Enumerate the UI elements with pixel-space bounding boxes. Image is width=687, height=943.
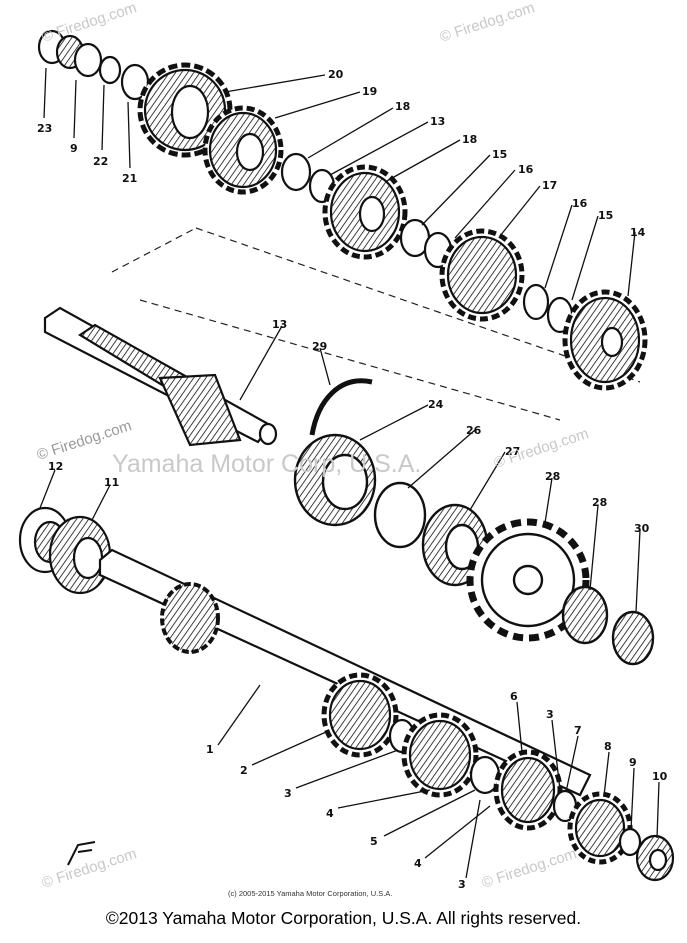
- callout-28b: 28: [592, 496, 607, 509]
- callout-19: 19: [362, 85, 377, 98]
- part-28-sprocket: [466, 518, 590, 642]
- part-16-washer: [522, 283, 550, 321]
- reference-lines: [111, 227, 641, 421]
- callout-14: 14: [630, 226, 646, 239]
- callout-6: 6: [510, 690, 518, 703]
- part-4-gear: [401, 712, 479, 798]
- part-19-gear: [202, 105, 284, 195]
- part-14-gear: [562, 289, 648, 391]
- callout-3b: 3: [458, 878, 466, 891]
- callout-27: 27: [505, 445, 520, 458]
- part-18-gear: [322, 164, 408, 260]
- footer-copyright: ©2013 Yamaha Motor Corporation, U.S.A. A…: [105, 908, 582, 928]
- part-22-washer: [98, 55, 122, 85]
- callout-28a: 28: [545, 470, 560, 483]
- callout-18b: 18: [462, 133, 477, 146]
- lower-shaft-parts: [18, 506, 675, 882]
- part-18-collar: [280, 152, 312, 192]
- callout-13a: 13: [430, 115, 445, 128]
- part-26-collar: [373, 481, 427, 549]
- part-30-nut: [611, 610, 655, 666]
- small-copyright: (c) 2005-2015 Yamaha Motor Corporation, …: [228, 889, 393, 898]
- part-17-gear: [439, 228, 525, 322]
- callout-4a: 4: [326, 807, 334, 820]
- part-10-bearing: [635, 834, 675, 882]
- part-24-bearing: [293, 433, 377, 527]
- callout-5: 5: [370, 835, 378, 848]
- callout-16b: 16: [572, 197, 588, 210]
- callout-22: 22: [93, 155, 108, 168]
- callout-18a: 18: [395, 100, 410, 113]
- callout-3c: 3: [546, 708, 554, 721]
- callout-15a: 15: [492, 148, 507, 161]
- callout-labels: 23 9 22 21 20 19 18 13 18 15 16 17 16 15…: [37, 68, 668, 891]
- callout-29: 29: [312, 340, 327, 353]
- part-28-lock-washer: [561, 585, 609, 645]
- callout-7: 7: [574, 724, 582, 737]
- callout-3a: 3: [284, 787, 292, 800]
- upper-shaft-parts: [37, 29, 648, 391]
- callout-23: 23: [37, 122, 52, 135]
- callout-21: 21: [122, 172, 137, 185]
- leader-lines: [39, 67, 660, 879]
- callout-15b: 15: [598, 209, 613, 222]
- callout-1: 1: [206, 743, 214, 756]
- part-13-main-axle: [43, 306, 278, 447]
- callout-4b: 4: [414, 857, 422, 870]
- callout-26: 26: [466, 424, 482, 437]
- callout-9: 9: [70, 142, 78, 155]
- callout-30: 30: [634, 522, 650, 535]
- callout-16a: 16: [518, 163, 534, 176]
- callout-13b: 13: [272, 318, 287, 331]
- callout-11: 11: [104, 476, 119, 489]
- callout-24: 24: [428, 398, 444, 411]
- callout-12: 12: [48, 460, 63, 473]
- callout-17: 17: [542, 179, 557, 192]
- part-11-bearing: [48, 515, 112, 595]
- callout-2: 2: [240, 764, 248, 777]
- part-9-washer-lower: [618, 827, 642, 857]
- part-6-gear: [493, 749, 563, 831]
- callout-8: 8: [604, 740, 612, 753]
- part-9-washer: [73, 42, 103, 78]
- part-8-gear: [567, 791, 633, 865]
- direction-mark: [67, 841, 96, 866]
- part-2-gear: [321, 672, 399, 758]
- callout-9b: 9: [629, 756, 637, 769]
- part-29-clip: [309, 378, 373, 436]
- callout-20: 20: [328, 68, 344, 81]
- watermark-center: Yamaha Motor Corp, U.S.A.: [112, 450, 422, 478]
- callout-10: 10: [652, 770, 668, 783]
- part-20-gear: [137, 62, 233, 158]
